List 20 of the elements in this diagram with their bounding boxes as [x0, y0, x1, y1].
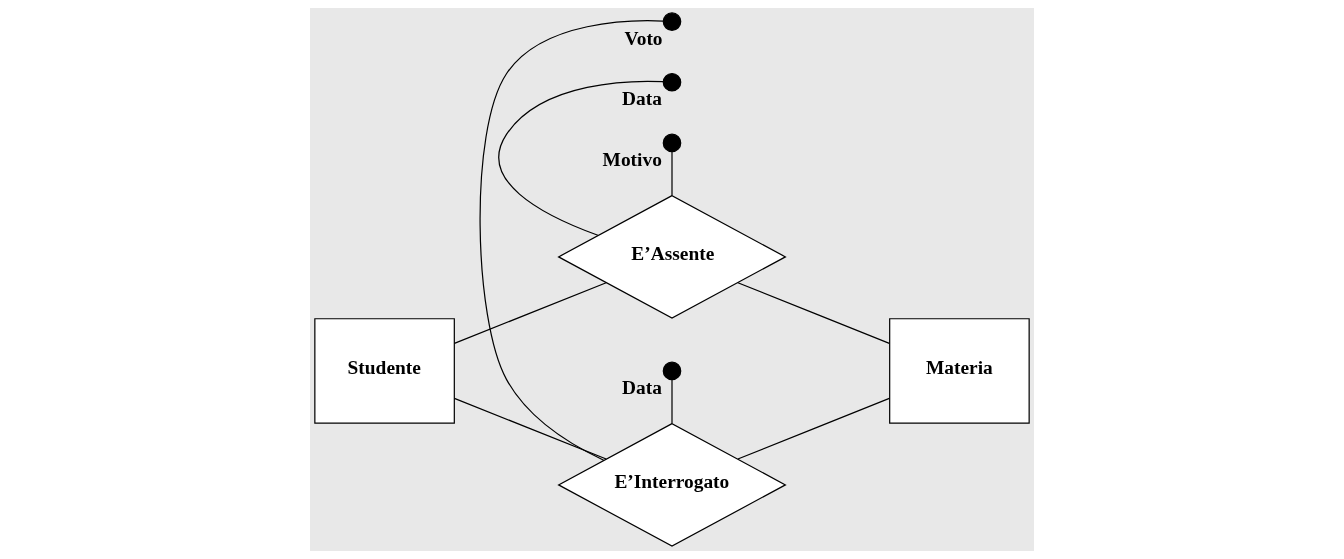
node-diamond: E’Interrogato	[557, 422, 787, 547]
node-box: Studente	[314, 318, 455, 424]
connector	[479, 20, 664, 461]
connector	[453, 397, 607, 460]
connector	[737, 397, 890, 460]
node-label: Motivo	[602, 148, 662, 170]
connector	[453, 282, 607, 345]
node-circle	[662, 133, 682, 153]
connector	[498, 80, 664, 236]
node-box: Materia	[889, 318, 1030, 424]
node-circle	[662, 12, 682, 31]
connector	[671, 151, 673, 197]
node-circle	[662, 72, 682, 92]
node-diamond: E’Assente	[557, 194, 787, 319]
node-label: Voto	[624, 27, 663, 49]
node-circle	[662, 361, 682, 381]
connector	[737, 282, 890, 344]
node-label: Data	[622, 88, 662, 110]
connector	[671, 379, 673, 425]
node-label: Data	[622, 376, 662, 398]
